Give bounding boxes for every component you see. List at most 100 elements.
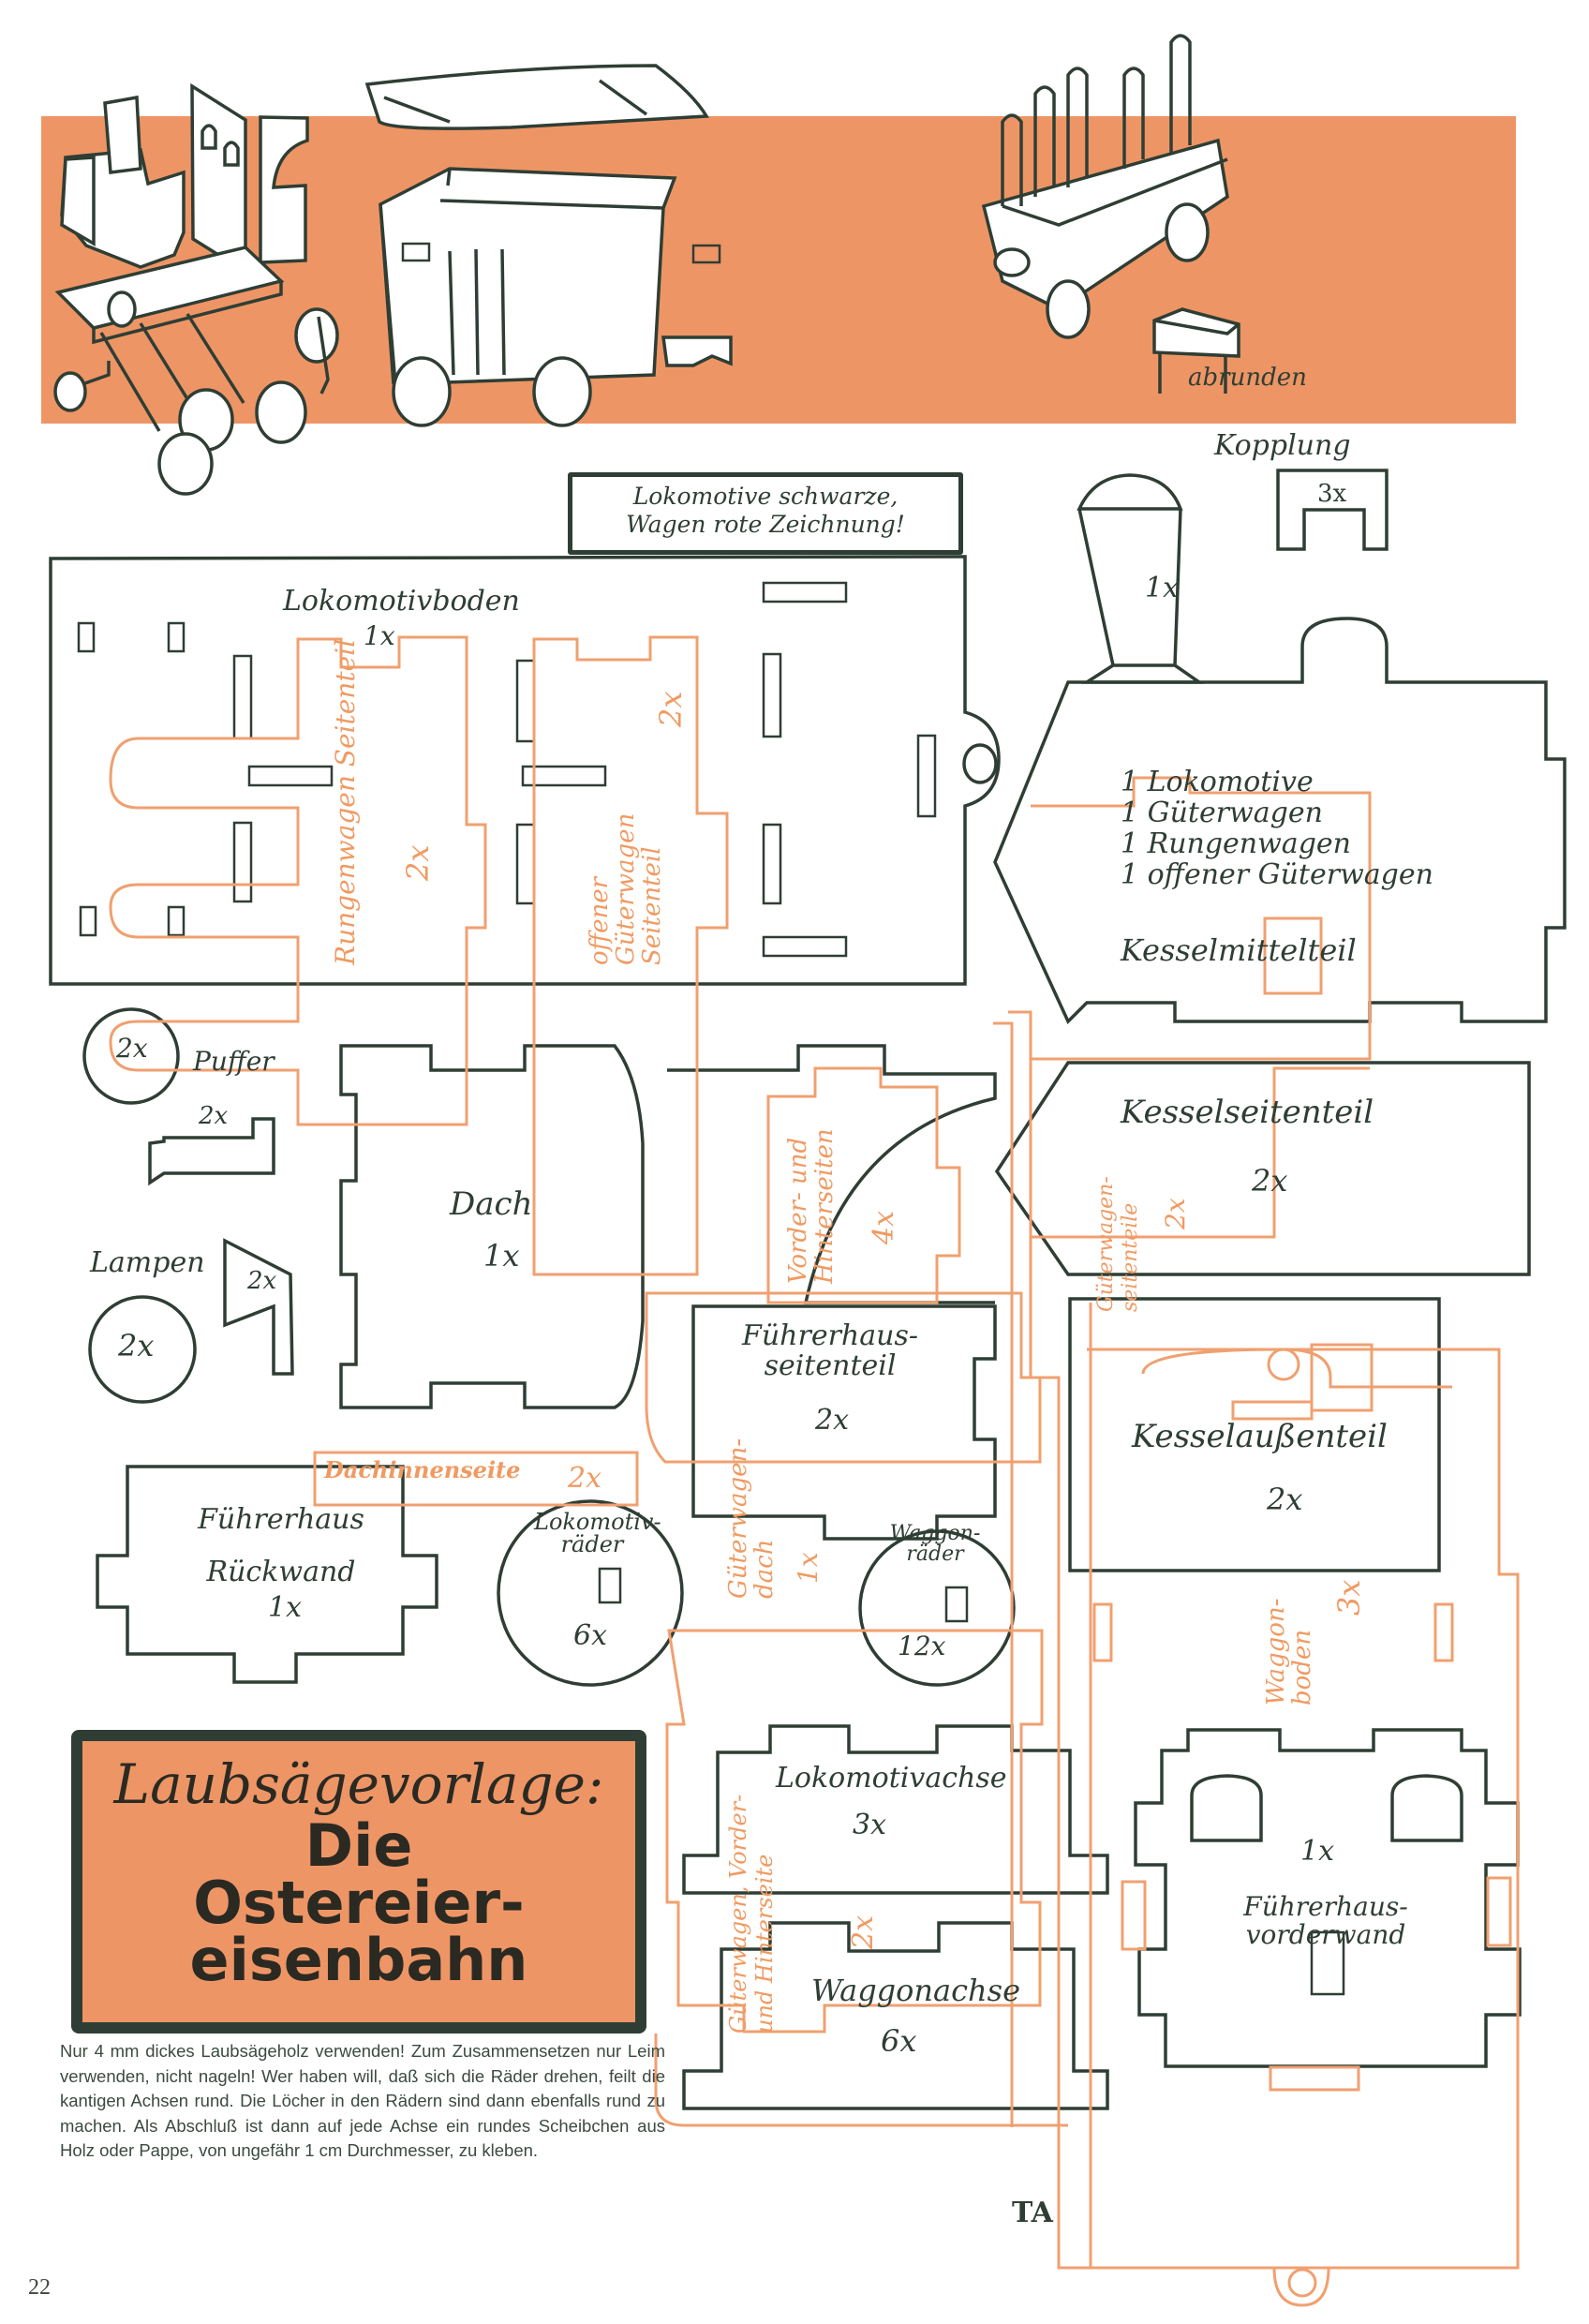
count-lokomotivraeder: 6x	[573, 1619, 608, 1652]
count-puffer: 2x	[199, 1102, 229, 1130]
label-dachinnenseite: Dachinnenseite	[324, 1456, 521, 1483]
count-waggonachse: 6x	[881, 2023, 917, 2059]
wagon-red-outlines	[109, 635, 1520, 2307]
label-lampen: Lampen	[90, 1246, 205, 1279]
count-dach: 1x	[483, 1238, 520, 1274]
label-kesselseitenteil: Kesselseitenteil	[1121, 1094, 1374, 1131]
part-fuehrerhaus-vorderwand	[1134, 1728, 1522, 2068]
label-gueterwagen-seitenteile: Güterwagen-seitenteile	[1094, 1143, 1143, 1312]
part-puffer-disc	[82, 1007, 180, 1105]
label-lokomotivboden: Lokomotivboden	[283, 585, 520, 618]
title-kicker: Laubsägevorlage:	[113, 1752, 604, 1816]
part-lampen-disc	[88, 1295, 197, 1404]
label-puffer: Puffer	[193, 1046, 275, 1077]
label-kopplung: Kopplung	[1214, 429, 1351, 462]
count-offener-gueterwagen-seitenteil: 2x	[653, 691, 689, 727]
count-schornstein: 1x	[1145, 572, 1180, 604]
note-line-1: Lokomotive schwarze,	[632, 483, 898, 510]
part-kesselaussenteil	[1068, 1297, 1441, 1572]
count-gueterwagen-vorder-hinterseite: 2x	[847, 1914, 880, 1949]
label-kesselaussenteil: Kesselaußenteil	[1132, 1418, 1388, 1455]
count-gueterwagen-seitenteile: 2x	[1160, 1198, 1191, 1229]
part-waggonraeder	[858, 1529, 1016, 1687]
part-lokomotivboden	[49, 555, 1001, 986]
artist-signature: TA	[1012, 2197, 1053, 2229]
count-gueterwagendach: 1x	[793, 1552, 824, 1584]
illustration-stake-wagon	[981, 34, 1229, 339]
part-lokomotivraeder	[497, 1499, 684, 1687]
part-kopplung	[1276, 469, 1389, 551]
part-fuehrerhaus-rueckwand	[96, 1465, 438, 1684]
note-line-2: Wagen rote Zeichnung!	[626, 511, 905, 538]
set-list-item: 1 Güterwagen	[1121, 797, 1323, 829]
label-lokomotivachse: Lokomotivachse	[776, 1762, 1007, 1795]
part-dach	[339, 1044, 645, 1409]
label-rungenwagen-seitenteil: Rungenwagen Seitenteil	[330, 638, 361, 965]
label-text: offener Güterwagen Seitenteil	[586, 812, 666, 965]
axle-hole	[944, 1586, 969, 1623]
label-waggonboden: Waggon-boden	[1262, 1593, 1316, 1706]
count-puffer-disc: 2x	[116, 1033, 148, 1064]
part-fuehrerhaus-seitenteil	[691, 1304, 997, 1541]
count-dachinnenseite: 2x	[568, 1462, 602, 1495]
label-lokomotivraeder: Lokomotiv-räder	[534, 1509, 661, 1557]
count-fuehrerhaus-seitenteil: 2x	[815, 1404, 850, 1437]
set-list: 1 Lokomotive 1 Güterwagen 1 Rungenwagen …	[1121, 767, 1433, 890]
label-gueterwagendach: Güterwagen-dach	[724, 1430, 779, 1599]
label-gueterwagen-vorder-hinterseite: Güterwagen, Vorder- und Hinterseite	[725, 1752, 778, 2034]
label-dach: Dach	[450, 1185, 533, 1223]
count-lokomotivboden: 1x	[364, 620, 395, 651]
illustration-locomotive	[53, 82, 339, 496]
title-plate: Laubsägevorlage: Die Ostereier- eisenbah…	[73, 1732, 645, 2032]
part-waggonachse	[682, 1921, 1109, 2110]
title-line: Ostereier-	[193, 1868, 525, 1937]
set-list-item: 1 Lokomotive	[1121, 766, 1314, 798]
count-lampen: 2x	[247, 1267, 277, 1295]
count-fuehrerhaus-vorderwand: 1x	[1300, 1835, 1335, 1868]
instructions-paragraph: Nur 4 mm dickes Laubsägeholz verwenden! …	[60, 2041, 665, 2160]
part-lampe	[223, 1238, 294, 1376]
color-legend-note: Lokomotive schwarze, Wagen rote Zeichnun…	[568, 472, 963, 555]
axle-hole	[598, 1567, 622, 1604]
orange-banner	[41, 116, 1516, 424]
part-schornstein	[1077, 473, 1205, 684]
label-offener-gueterwagen-seitenteil: offener Güterwagen Seitenteil	[586, 759, 666, 965]
set-list-item: 1 offener Güterwagen	[1121, 858, 1433, 891]
label-text: Güterwagen, Vorder- und Hinterseite	[725, 1794, 778, 2034]
count-rungenwagen-seitenteil: 2x	[400, 844, 436, 881]
illustration-freight-wagon	[364, 64, 733, 427]
part-fuehrerhaus-curve	[667, 1044, 997, 1304]
count-waggonraeder: 12x	[898, 1631, 946, 1661]
part-puffer-shaft	[148, 1117, 275, 1186]
label-waggonraeder: Waggon-räder	[889, 1522, 981, 1566]
count-vorder-hinterseiten: 4x	[868, 1210, 900, 1244]
label-abrunden: abrunden	[1188, 364, 1307, 392]
title-line: Die	[304, 1811, 413, 1880]
label-text: Güterwagen-seitenteile	[1094, 1176, 1142, 1312]
label-vorder-hinterseiten: Vorder- und Hinterseiten	[784, 1050, 839, 1284]
part-lokomotivachse	[682, 1724, 1109, 1895]
label-fuehrerhaus-seitenteil: Führerhaus-seitenteil	[742, 1319, 918, 1382]
page-title: Die Ostereier- eisenbahn	[82, 1811, 635, 1994]
count-lokomotivachse: 3x	[853, 1809, 887, 1841]
label-fuehrerhaus-rueckwand: Führerhaus Rückwand	[198, 1503, 364, 1588]
count-lampen-disc: 2x	[118, 1328, 155, 1363]
set-list-item: 1 Rungenwagen	[1121, 827, 1351, 860]
count-fuehrerhaus-rueckwand: 1x	[268, 1591, 303, 1624]
label-text: Rungenwagen Seitenteil	[330, 638, 361, 965]
count-kesselseitenteil: 2x	[1252, 1163, 1288, 1199]
title-line: eisenbahn	[189, 1925, 528, 1994]
label-kesselmittelteil: Kesselmittelteil	[1121, 932, 1357, 968]
illustration-coupling	[1152, 307, 1240, 394]
count-kesselaussenteil: 2x	[1267, 1482, 1303, 1517]
label-waggonachse: Waggonachse	[811, 1973, 1020, 2008]
count-waggonboden: 3x	[1331, 1579, 1367, 1616]
count-kopplung: 3x	[1317, 480, 1347, 508]
label-text: Waggon-boden	[1262, 1598, 1316, 1706]
label-text: Vorder- und Hinterseiten	[784, 1128, 839, 1284]
page-number: 22	[28, 2275, 51, 2300]
label-fuehrerhaus-vorderwand: Führerhaus-vorderwand	[1243, 1891, 1408, 1950]
label-text: Güterwagen-dach	[724, 1438, 779, 1599]
part-kesselseitenteil	[994, 1061, 1531, 1276]
